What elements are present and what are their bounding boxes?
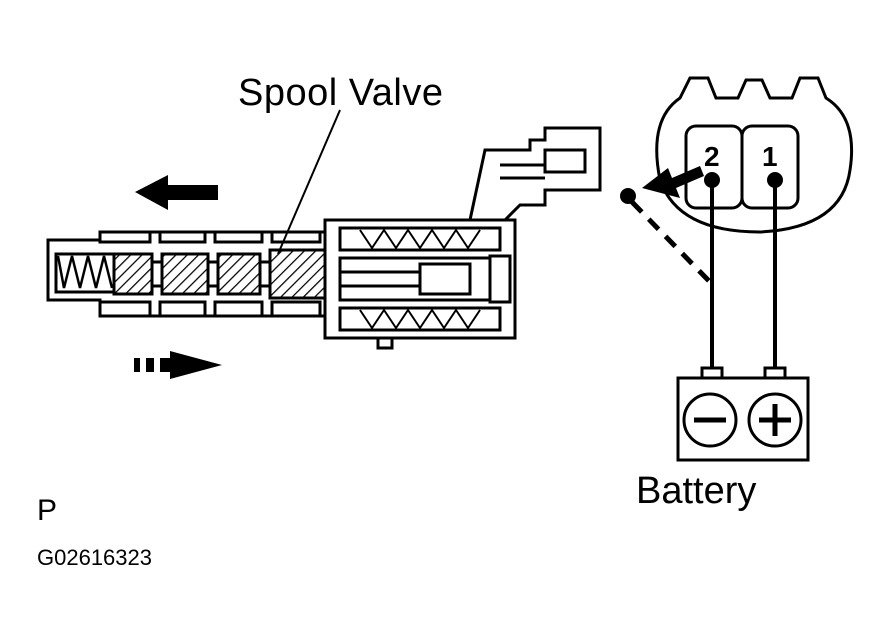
spool-valve-label: Spool Valve [238,72,444,114]
battery [676,366,810,462]
probe-arrow-icon [642,166,704,198]
spool-valve-leader [277,109,341,255]
battery-label: Battery [636,470,757,512]
connector-face [655,76,854,234]
solenoid-housing [323,218,517,350]
valve-connector [468,126,602,222]
terminal-1-label: 1 [762,141,778,172]
arrow-left-icon [135,175,218,210]
figure-letter: P [37,494,58,527]
battery-positive-icon [759,404,791,436]
dashed-lead [630,200,712,284]
arrow-right-dashed-icon [134,351,222,379]
figure-code: G02616323 [37,545,152,570]
terminal-2-label: 2 [704,141,720,172]
spool [112,248,342,300]
probe-dot [620,188,636,204]
